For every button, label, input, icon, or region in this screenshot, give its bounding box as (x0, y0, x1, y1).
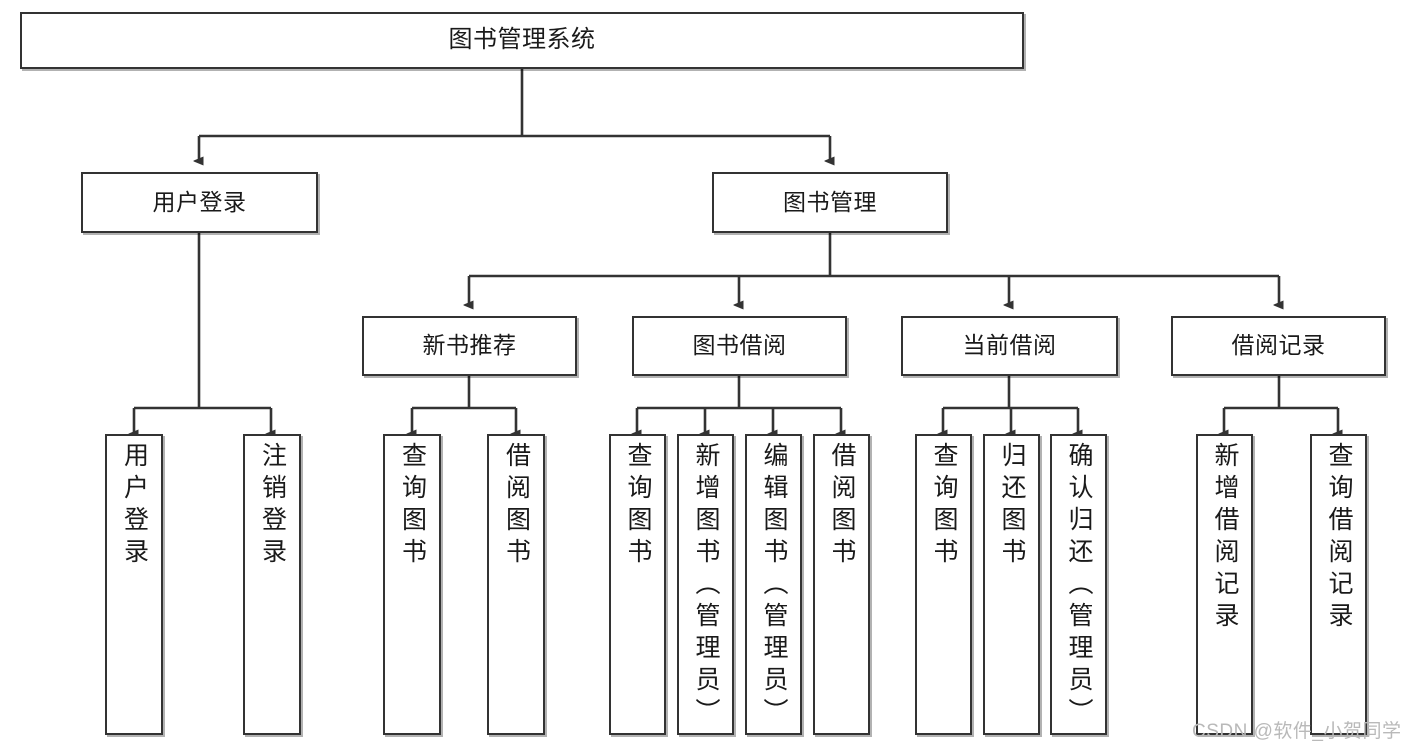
node-label: 新书推荐 (422, 332, 517, 359)
leaf-node-return-book[interactable]: 归还图书 (983, 434, 1040, 735)
node-label: 图书管理系统 (448, 26, 596, 54)
leaf-node-query-book-current[interactable]: 查询图书 (915, 434, 972, 735)
node-label: 查询图书 (930, 442, 958, 570)
leaf-node-user-login[interactable]: 用户登录 (105, 434, 163, 735)
csdn-watermark: CSDN @软件_小贺同学 (1192, 721, 1402, 742)
leaf-node-borrow-book-new-book[interactable]: 借阅图书 (487, 434, 545, 735)
leaf-node-query-book-new-book[interactable]: 查询图书 (383, 434, 441, 735)
node-label: 借阅图书 (828, 442, 856, 570)
leaf-node-edit-book-admin[interactable]: 编辑图书（管理员） (745, 434, 802, 735)
node-label: 新增借阅记录 (1211, 442, 1239, 634)
node-label: 图书管理 (783, 188, 877, 215)
node-user-login[interactable]: 用户登录 (81, 172, 318, 233)
node-label: 用户登录 (120, 442, 149, 570)
leaf-node-query-borrow-record[interactable]: 查询借阅记录 (1310, 434, 1367, 735)
node-current-borrow[interactable]: 当前借阅 (901, 316, 1118, 376)
node-book-borrow[interactable]: 图书借阅 (632, 316, 847, 376)
node-borrow-record[interactable]: 借阅记录 (1171, 316, 1386, 376)
node-label: 当前借阅 (962, 332, 1057, 359)
node-label: 查询图书 (624, 442, 652, 570)
leaf-node-borrow-book[interactable]: 借阅图书 (813, 434, 870, 735)
node-label: 用户登录 (152, 188, 247, 215)
node-label: 注销登录 (258, 442, 287, 570)
node-book-management[interactable]: 图书管理 (712, 172, 948, 233)
leaf-node-confirm-return-admin[interactable]: 确认归还（管理员） (1050, 434, 1107, 735)
leaf-node-logout[interactable]: 注销登录 (243, 434, 301, 735)
leaf-node-add-borrow-record[interactable]: 新增借阅记录 (1196, 434, 1253, 735)
node-label: 编辑图书（管理员） (760, 442, 788, 730)
node-label: 归还图书 (998, 442, 1026, 570)
node-label: 查询图书 (398, 442, 427, 570)
leaf-node-query-book-borrow[interactable]: 查询图书 (609, 434, 666, 735)
node-new-book-recommendation[interactable]: 新书推荐 (362, 316, 577, 376)
node-label: 借阅记录 (1231, 332, 1326, 359)
node-label: 新增图书（管理员） (692, 442, 720, 730)
node-label: 确认归还（管理员） (1065, 442, 1093, 730)
leaf-node-add-book-admin[interactable]: 新增图书（管理员） (677, 434, 734, 735)
node-label: 借阅图书 (502, 442, 531, 570)
node-label: 图书借阅 (692, 332, 787, 359)
node-root-book-management-system[interactable]: 图书管理系统 (20, 12, 1024, 69)
node-label: 查询借阅记录 (1325, 442, 1353, 634)
